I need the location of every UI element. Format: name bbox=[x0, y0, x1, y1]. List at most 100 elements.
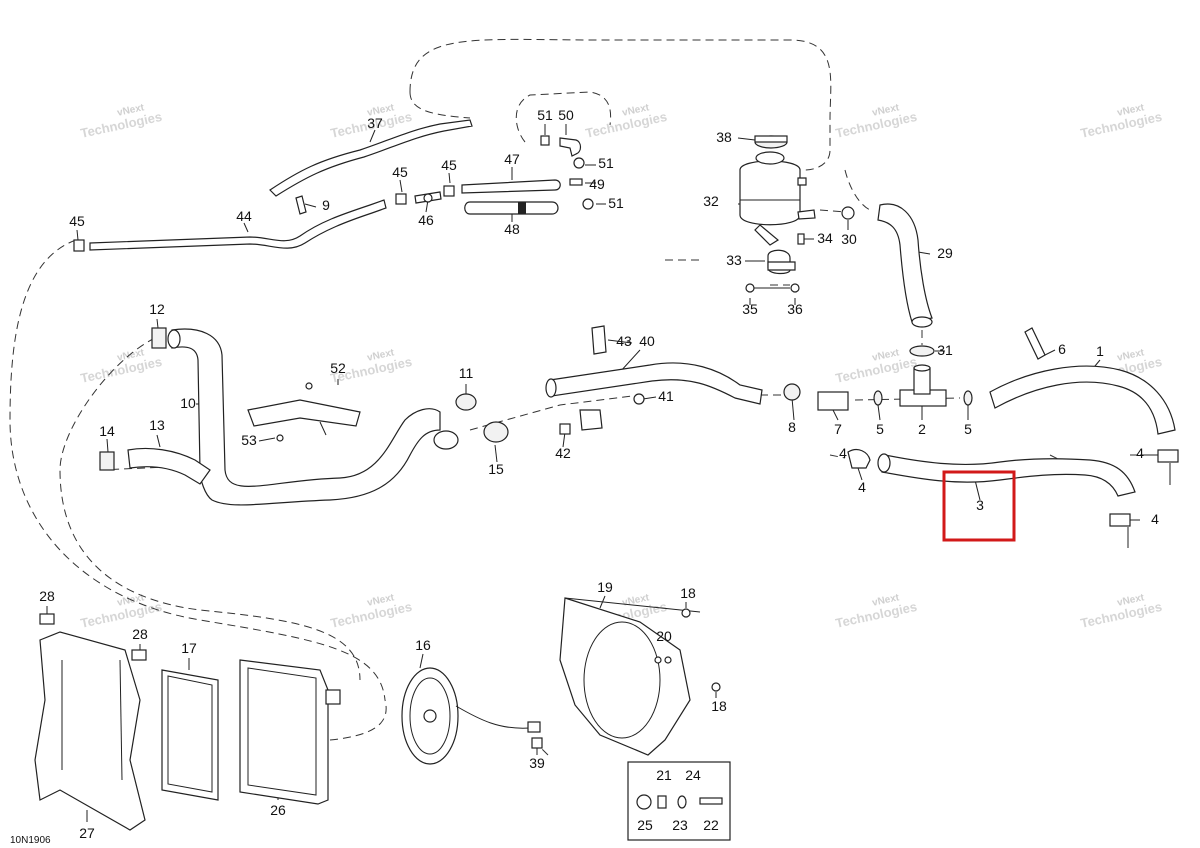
part-12-14-clamps bbox=[99, 327, 167, 471]
part-31-clamp bbox=[909, 345, 935, 357]
callout-label: 1 bbox=[1096, 343, 1104, 359]
callout-label: 45 bbox=[392, 164, 408, 180]
part-18-20-bolts bbox=[654, 608, 721, 692]
part-41-42-43-hardware bbox=[559, 325, 645, 435]
callout-label: 53 bbox=[241, 432, 257, 448]
callout-label: 24 bbox=[685, 767, 701, 783]
callout-label: 5 bbox=[964, 421, 972, 437]
callout-label: 45 bbox=[441, 157, 457, 173]
callout-label: 52 bbox=[330, 360, 346, 376]
callout-label: 28 bbox=[39, 588, 55, 604]
part-4-clamps bbox=[847, 448, 1179, 527]
callout-label: 13 bbox=[149, 417, 165, 433]
part-52-53-shield bbox=[247, 382, 361, 442]
callout-label: 48 bbox=[504, 221, 520, 237]
callout-label: 17 bbox=[181, 640, 197, 656]
callout-label: 4 bbox=[1151, 511, 1159, 527]
callout-label: 49 bbox=[589, 176, 605, 192]
callout-label: 3 bbox=[976, 497, 984, 513]
callout-label: 51 bbox=[537, 107, 553, 123]
callout-label: 34 bbox=[817, 230, 833, 246]
callout-label: 16 bbox=[415, 637, 431, 653]
part-2-tee-fitting bbox=[899, 364, 947, 407]
callout-label: 45 bbox=[69, 213, 85, 229]
callout-label: 14 bbox=[99, 423, 115, 439]
part-10-pipe bbox=[167, 328, 459, 506]
part-32-reservoir bbox=[739, 151, 816, 246]
callout-label: 8 bbox=[788, 419, 796, 435]
callout-label: 32 bbox=[703, 193, 719, 209]
callout-label: 51 bbox=[608, 195, 624, 211]
callout-label: 37 bbox=[367, 115, 383, 131]
part-26-radiator bbox=[239, 659, 341, 805]
part-47-hose bbox=[461, 179, 561, 194]
part-29-hose bbox=[877, 203, 933, 328]
callout-label: 35 bbox=[742, 301, 758, 317]
part-17-panel bbox=[161, 669, 219, 801]
callout-label: 20 bbox=[656, 628, 672, 644]
callout-label: 22 bbox=[703, 817, 719, 833]
part-38-cap bbox=[754, 135, 788, 149]
part-27-radiator-frame bbox=[34, 631, 146, 831]
part-39-connector bbox=[531, 737, 543, 749]
part-5-clamps bbox=[873, 390, 973, 406]
callout-label: 4 bbox=[1136, 445, 1144, 461]
part-19-shroud bbox=[559, 597, 701, 756]
callout-label: 18 bbox=[680, 585, 696, 601]
callout-label: 10 bbox=[180, 395, 196, 411]
part-48-hose bbox=[464, 201, 559, 215]
part-7-8-connector bbox=[783, 383, 849, 411]
part-34-screw bbox=[797, 233, 805, 245]
callout-label: 9 bbox=[322, 197, 330, 213]
part-28-clips bbox=[39, 613, 147, 661]
callout-label: 18 bbox=[711, 698, 727, 714]
part-45-46-fittings bbox=[395, 185, 455, 205]
part-11-15-clamps bbox=[455, 393, 509, 443]
callout-label: 4 bbox=[858, 479, 866, 495]
callout-label: 26 bbox=[270, 802, 286, 818]
part-3-hose bbox=[877, 453, 1136, 497]
callout-label: 25 bbox=[637, 817, 653, 833]
callout-label: 11 bbox=[459, 365, 474, 381]
callout-label: 30 bbox=[841, 231, 857, 247]
callout-label: 2 bbox=[918, 421, 926, 437]
reference-code: 10N1906 bbox=[10, 835, 51, 846]
part-40-pipe bbox=[545, 362, 763, 405]
routing-dashed-lines bbox=[9, 38, 1140, 756]
part-1-hose bbox=[989, 365, 1176, 435]
callout-label: 31 bbox=[937, 342, 953, 358]
callout-label: 38 bbox=[716, 129, 732, 145]
part-37-bleed-tube bbox=[269, 119, 473, 197]
callout-label: 51 bbox=[598, 155, 614, 171]
callout-label: 36 bbox=[787, 301, 803, 317]
callout-label: 46 bbox=[418, 212, 434, 228]
callout-label: 29 bbox=[937, 245, 953, 261]
callout-label: 50 bbox=[558, 107, 574, 123]
callout-label: 43 bbox=[616, 333, 632, 349]
part-44-long-tube bbox=[73, 199, 387, 252]
callout-label: 42 bbox=[555, 445, 571, 461]
part-30-clamp bbox=[841, 206, 855, 220]
part-33-35-36-bracket bbox=[745, 249, 800, 293]
part-13-hose bbox=[127, 447, 211, 485]
callout-label: 27 bbox=[79, 825, 95, 841]
part-16-fan bbox=[401, 667, 541, 765]
callout-label: 15 bbox=[488, 461, 504, 477]
callout-label: 40 bbox=[639, 333, 655, 349]
callout-label: 28 bbox=[132, 626, 148, 642]
callout-label: 21 bbox=[656, 767, 672, 783]
callout-label: 23 bbox=[672, 817, 688, 833]
